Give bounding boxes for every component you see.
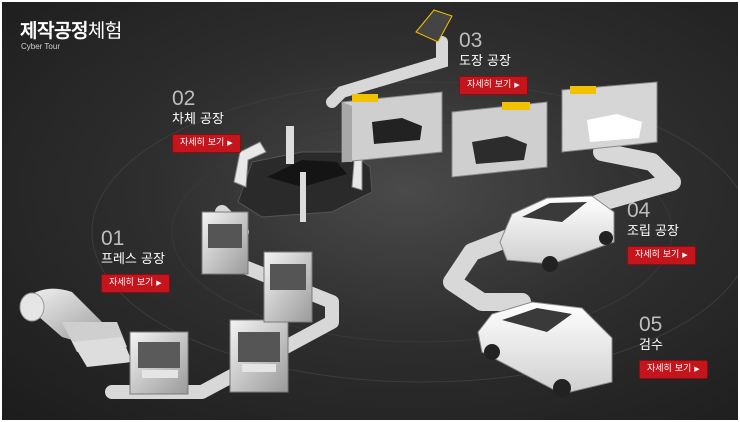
step-body: 02 차체 공장 자세히 보기▶ [172,88,241,153]
step-press: 01 프레스 공장 자세히 보기▶ [101,228,170,293]
step-assembly: 04 조립 공장 자세히 보기▶ [627,200,696,265]
arrow-right-icon: ▶ [227,139,233,147]
paint-rack [415,9,453,43]
button-label: 자세히 보기 [109,278,154,288]
assembly-detail-button[interactable]: 자세히 보기▶ [627,246,696,265]
button-label: 자세히 보기 [180,138,225,148]
body-shop [233,126,373,222]
step-name: 도장 공장 [459,54,511,69]
step-name: 조립 공장 [627,224,679,239]
step-inspection: 05 검수 자세히 보기▶ [639,314,708,379]
step-number: 04 [627,199,651,222]
steel-coil [19,288,132,367]
inspection-car [477,301,613,397]
page-subtitle: Cyber Tour [21,42,60,51]
press-machine-3 [263,251,313,323]
page-title-light: 체험 [87,20,122,42]
press-detail-button[interactable]: 자세히 보기▶ [101,274,170,293]
assembly-car [499,195,615,272]
page-title: 제작공정체험 [20,16,122,43]
step-number: 02 [172,87,196,110]
paint-detail-button[interactable]: 자세히 보기▶ [459,76,528,95]
step-name: 프레스 공장 [101,252,165,267]
page-title-bold: 제작공정 [20,20,88,42]
step-paint: 03 도장 공장 자세히 보기▶ [459,30,528,95]
step-name: 차체 공장 [172,112,224,127]
arrow-right-icon: ▶ [514,81,520,89]
paint-booth-2 [451,101,548,178]
step-number: 03 [459,29,483,52]
body-detail-button[interactable]: 자세히 보기▶ [172,134,241,153]
press-machine-2 [229,319,289,393]
press-machine-4 [201,211,249,275]
arrow-right-icon: ▶ [156,279,162,287]
arrow-right-icon: ▶ [682,251,688,259]
button-label: 자세히 보기 [647,364,692,374]
button-label: 자세히 보기 [635,250,680,260]
paint-booth-1 [341,91,443,163]
step-number: 05 [639,313,663,336]
press-machine-1 [129,331,189,395]
arrow-right-icon: ▶ [694,365,700,373]
inspection-detail-button[interactable]: 자세히 보기▶ [639,360,708,379]
step-name: 검수 [639,338,663,353]
button-label: 자세히 보기 [467,80,512,90]
step-number: 01 [101,227,125,250]
paint-booth-3 [561,81,658,153]
